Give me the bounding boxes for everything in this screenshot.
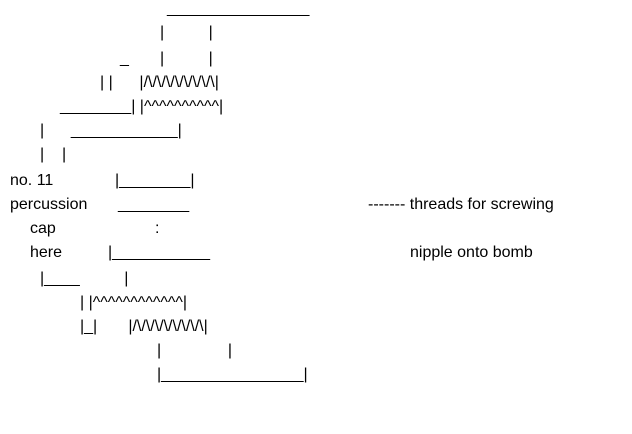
label-threads-line1: ------- threads for screwing xyxy=(368,196,554,213)
label-cap: cap xyxy=(30,220,56,237)
diagram-line: ________ xyxy=(118,196,190,213)
label-threads-line2: nipple onto bomb xyxy=(410,244,533,261)
diagram-line: |____ | xyxy=(40,270,129,287)
diagram-line: : xyxy=(155,220,160,237)
diagram-line: |___________ xyxy=(108,244,211,261)
diagram-line: _ | | xyxy=(120,50,213,67)
diagram-line: | ____________| xyxy=(40,122,182,139)
diagram-line: | | xyxy=(160,24,213,41)
diagram-line: ________________ xyxy=(167,0,310,17)
label-here: here xyxy=(30,244,63,261)
diagram-line: | |^^^^^^^^^^^^| xyxy=(80,294,188,311)
diagram-line: |_| |/\/\/\/\/\/\/\/\| xyxy=(80,318,208,335)
diagram-line: | | xyxy=(40,146,67,163)
label-no-11: no. 11 xyxy=(10,172,54,189)
diagram-line: | | xyxy=(157,342,232,359)
diagram-line: ________| |^^^^^^^^^^| xyxy=(60,98,224,115)
diagram-line: |________| xyxy=(115,172,195,189)
label-percussion: percussion xyxy=(10,196,88,213)
diagram-line: |________________| xyxy=(157,366,308,383)
diagram-line: | | |/\/\/\/\/\/\/\/\| xyxy=(100,74,219,91)
